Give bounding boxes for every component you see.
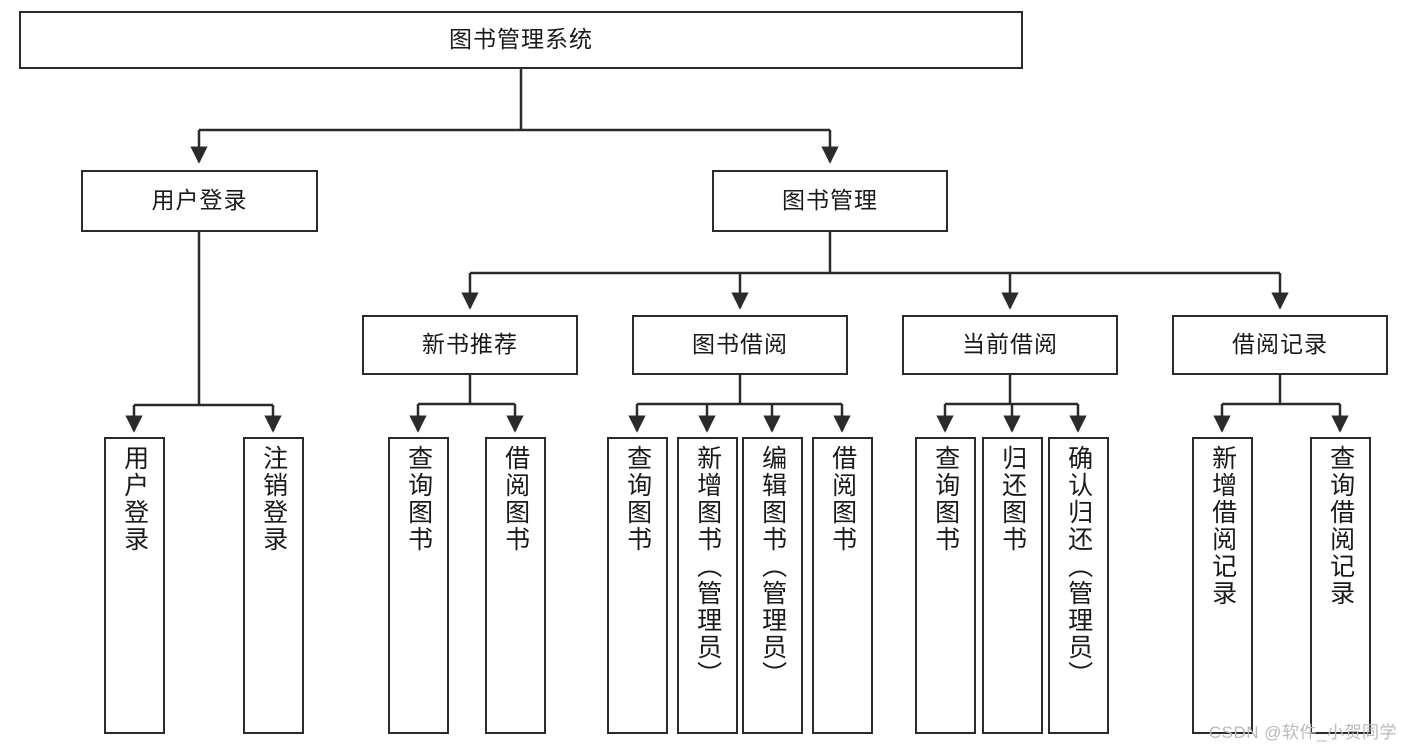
node-label: 新书推荐 [422, 331, 518, 358]
node-label: 借阅记录 [1232, 331, 1328, 358]
leaf-add-book-admin[interactable]: 新增图书（管理员） [677, 437, 738, 734]
node-label: 借阅图书 [828, 445, 857, 553]
leaf-query-book-borrow[interactable]: 查询图书 [607, 437, 668, 734]
leaf-confirm-return-admin[interactable]: 确认归还（管理员） [1048, 437, 1109, 734]
csdn-watermark: CSDN @软件_小贺同学 [1208, 723, 1397, 742]
node-label: 新增图书（管理员） [693, 445, 722, 688]
leaf-borrow-book[interactable]: 借阅图书 [812, 437, 873, 734]
node-label: 查询图书 [623, 445, 652, 553]
node-user-login[interactable]: 用户登录 [81, 170, 318, 232]
node-borrow-record[interactable]: 借阅记录 [1172, 315, 1388, 375]
node-book-management[interactable]: 图书管理 [712, 170, 948, 232]
node-label: 新增借阅记录 [1208, 445, 1237, 607]
leaf-edit-book-admin[interactable]: 编辑图书（管理员） [742, 437, 803, 734]
node-label: 归还图书 [998, 445, 1027, 553]
leaf-user-logout[interactable]: 注销登录 [243, 437, 304, 734]
leaf-user-login[interactable]: 用户登录 [104, 437, 165, 734]
node-label: 用户登录 [151, 187, 248, 214]
leaf-borrow-book-new-recommendation[interactable]: 借阅图书 [485, 437, 546, 734]
node-label: 查询图书 [404, 445, 433, 553]
leaf-add-borrow-record[interactable]: 新增借阅记录 [1192, 437, 1253, 734]
node-label: 当前借阅 [962, 331, 1058, 358]
node-label: 图书借阅 [692, 331, 788, 358]
node-current-borrow[interactable]: 当前借阅 [902, 315, 1118, 375]
node-label: 借阅图书 [501, 445, 530, 553]
node-label: 注销登录 [259, 445, 288, 553]
leaf-return-book[interactable]: 归还图书 [982, 437, 1043, 734]
leaf-query-borrow-record[interactable]: 查询借阅记录 [1310, 437, 1371, 734]
node-label: 查询图书 [931, 445, 960, 553]
node-label: 图书管理系统 [449, 26, 593, 53]
node-root-book-management-system[interactable]: 图书管理系统 [19, 11, 1023, 69]
node-label: 图书管理 [782, 187, 878, 214]
leaf-query-book-current-borrow[interactable]: 查询图书 [915, 437, 976, 734]
node-label: 编辑图书（管理员） [758, 445, 787, 688]
node-label: 确认归还（管理员） [1064, 445, 1093, 688]
leaf-query-book-new-recommendation[interactable]: 查询图书 [388, 437, 449, 734]
node-new-book-recommendation[interactable]: 新书推荐 [362, 315, 578, 375]
node-label: 查询借阅记录 [1326, 445, 1355, 607]
node-label: 用户登录 [120, 445, 149, 553]
node-book-borrow[interactable]: 图书借阅 [632, 315, 848, 375]
